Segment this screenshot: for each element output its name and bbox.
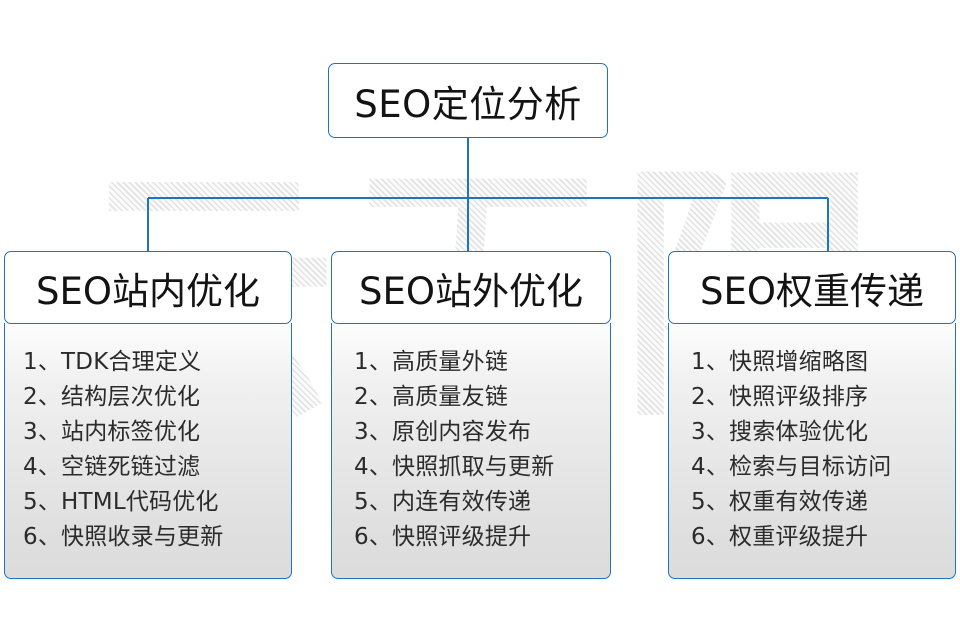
- column-header-label: SEO站内优化: [36, 269, 260, 313]
- list-item: 3、搜索体验优化: [691, 419, 869, 445]
- column-header-label: SEO站外优化: [359, 269, 583, 313]
- column-item-list: 1、快照增缩略图 2、快照评级排序 3、搜索体验优化 4、检索与目标访问 5、权…: [669, 345, 955, 555]
- column-header-label: SEO权重传递: [700, 269, 924, 313]
- list-item: 1、高质量外链: [354, 349, 509, 375]
- list-item: 5、权重有效传递: [691, 489, 869, 515]
- list-item: 4、检索与目标访问: [691, 454, 892, 480]
- list-item: 2、快照评级排序: [691, 384, 869, 410]
- list-item: 1、快照增缩略图: [691, 349, 869, 375]
- column-header-seo-offsite[interactable]: SEO站外优化: [331, 251, 611, 324]
- root-node[interactable]: SEO定位分析: [328, 63, 608, 138]
- list-item: 2、高质量友链: [354, 384, 509, 410]
- list-item: 4、空链死链过滤: [23, 454, 201, 480]
- column-body-seo-onsite: 1、TDK合理定义 2、结构层次优化 3、站内标签优化 4、空链死链过滤 5、H…: [4, 323, 292, 579]
- column-body-seo-weight: 1、快照增缩略图 2、快照评级排序 3、搜索体验优化 4、检索与目标访问 5、权…: [668, 323, 956, 579]
- list-item: 4、快照抓取与更新: [354, 454, 555, 480]
- list-item: 3、站内标签优化: [23, 419, 201, 445]
- column-item-list: 1、高质量外链 2、高质量友链 3、原创内容发布 4、快照抓取与更新 5、内连有…: [332, 345, 610, 555]
- list-item: 5、内连有效传递: [354, 489, 532, 515]
- column-header-seo-onsite[interactable]: SEO站内优化: [4, 251, 292, 324]
- column-body-seo-offsite: 1、高质量外链 2、高质量友链 3、原创内容发布 4、快照抓取与更新 5、内连有…: [331, 323, 611, 579]
- list-item: 6、快照评级提升: [354, 524, 532, 550]
- list-item: 1、TDK合理定义: [23, 349, 202, 375]
- list-item: 5、HTML代码优化: [23, 489, 219, 515]
- list-item: 6、权重评级提升: [691, 524, 869, 550]
- list-item: 3、原创内容发布: [354, 419, 532, 445]
- list-item: 6、快照收录与更新: [23, 524, 224, 550]
- column-header-seo-weight[interactable]: SEO权重传递: [668, 251, 956, 324]
- column-item-list: 1、TDK合理定义 2、结构层次优化 3、站内标签优化 4、空链死链过滤 5、H…: [5, 345, 291, 555]
- root-node-label: SEO定位分析: [354, 82, 582, 126]
- list-item: 2、结构层次优化: [23, 384, 201, 410]
